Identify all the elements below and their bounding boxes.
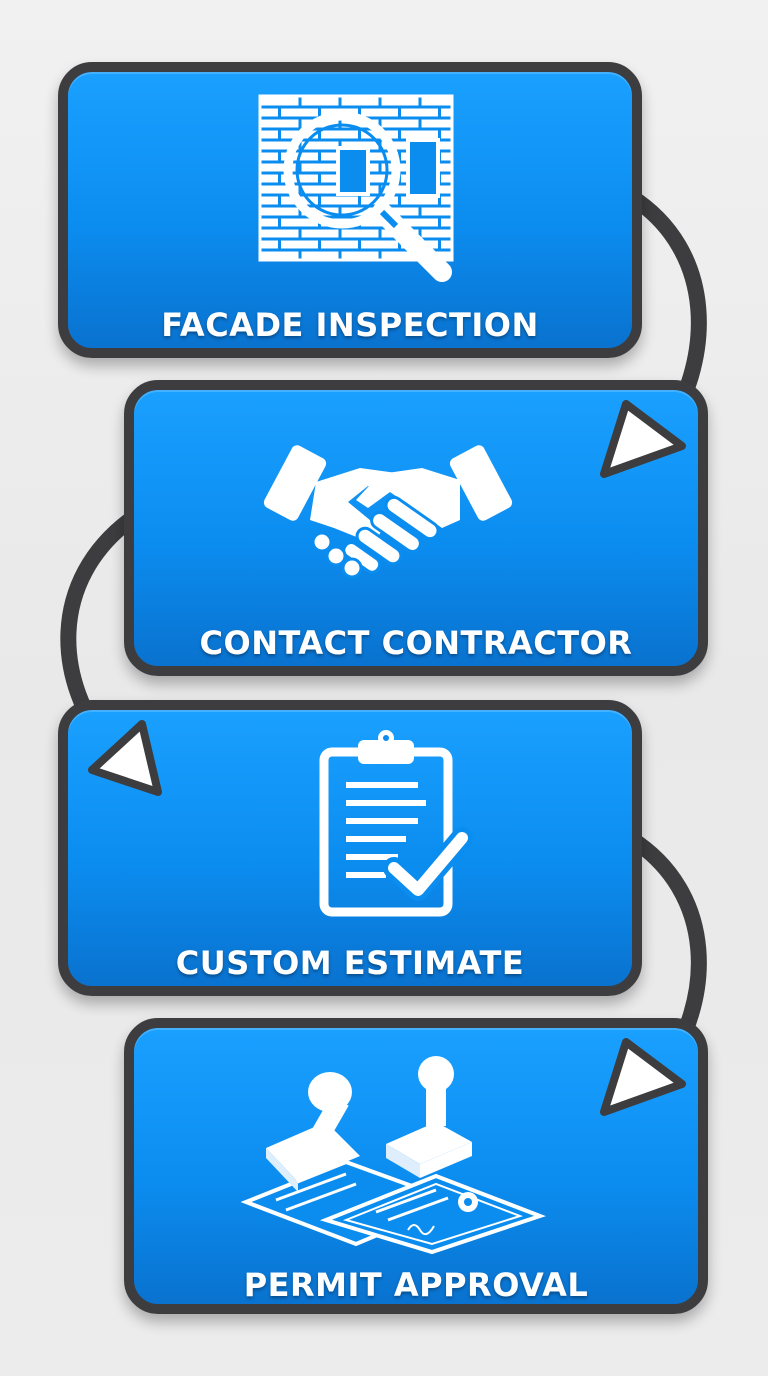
step-card-permit-approval: PERMIT APPROVAL (124, 1018, 708, 1314)
step-card-contact-contractor: CONTACT CONTRACTOR (124, 380, 708, 676)
handshake-icon (263, 432, 514, 592)
step-label: PERMIT APPROVAL (243, 1266, 589, 1304)
stamp-document-icon (236, 1052, 546, 1255)
step-card-custom-estimate: CUSTOM ESTIMATE (58, 700, 642, 996)
clipboard-checklist-icon (314, 730, 474, 920)
step-label: CUSTOM ESTIMATE (175, 944, 525, 982)
step-label: CONTACT CONTRACTOR (199, 624, 633, 662)
step-label: FACADE INSPECTION (161, 306, 539, 344)
magnifier-brick-wall-icon (258, 94, 460, 286)
step-card-facade-inspection: FACADE INSPECTION (58, 62, 642, 358)
